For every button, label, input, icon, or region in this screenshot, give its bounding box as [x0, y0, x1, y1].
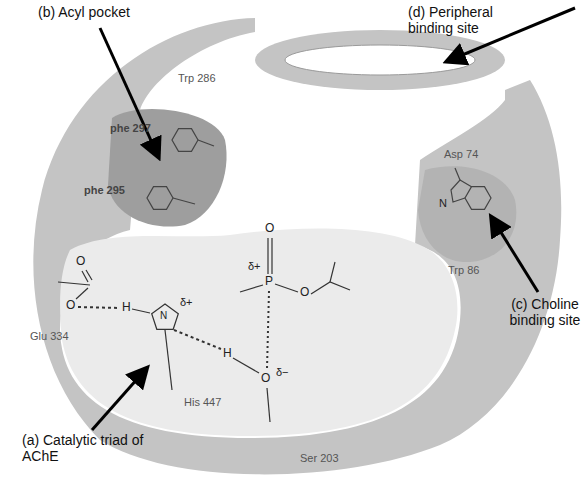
residue-label: Trp 286	[178, 72, 216, 85]
his-imidazole	[132, 304, 221, 390]
choline-site	[418, 166, 516, 262]
residue-label: phe 297	[110, 122, 151, 135]
callout-label: (a) Catalytic triad of AChE	[22, 432, 152, 464]
callout-arrows	[92, 8, 575, 430]
atom-label: N	[160, 310, 167, 322]
atom-label: O	[300, 286, 309, 300]
callout-label: (d) Peripheral binding site	[408, 4, 518, 36]
callout-label: (c) Choline binding site	[508, 296, 582, 328]
residue-label: His 447	[184, 396, 221, 409]
ser-phosphonate	[233, 238, 350, 422]
acyl-pocket	[108, 109, 227, 227]
residue-label: Ser 203	[300, 452, 339, 465]
residue-label: Glu 334	[30, 330, 69, 343]
atom-label: O	[261, 372, 270, 386]
charge-label: δ−	[276, 366, 289, 379]
peripheral-ring	[255, 30, 505, 90]
callout-label: (b) Acyl pocket	[38, 4, 130, 20]
residue-label: Asp 74	[444, 148, 478, 161]
residue-label: phe 295	[84, 184, 125, 197]
atom-label: N	[439, 197, 447, 210]
atom-label: O	[66, 299, 75, 313]
phe-rings	[147, 129, 214, 210]
residue-label: Trp 86	[448, 264, 479, 277]
charge-label: δ+	[180, 296, 193, 309]
catalytic-chamber	[60, 228, 457, 436]
atom-label: H	[223, 347, 232, 361]
atom-label: O	[265, 222, 274, 236]
atom-label: H	[122, 301, 131, 315]
indole-ring	[451, 168, 491, 209]
charge-label: δ+	[248, 260, 261, 273]
atom-label: O	[76, 255, 85, 269]
atom-label: P	[265, 275, 273, 289]
peripheral-hole	[285, 45, 475, 75]
